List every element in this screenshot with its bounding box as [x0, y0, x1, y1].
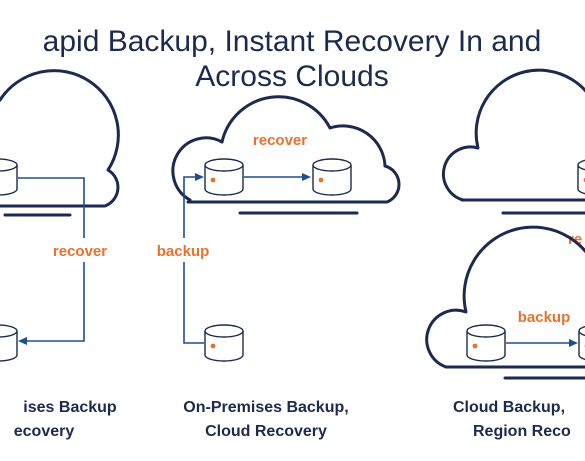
- cloud-icon: [171, 95, 401, 204]
- panel-on-prem-backup-cloud-recovery-left: recover ises Backup ecovery: [0, 69, 120, 440]
- arrow-head-icon: [569, 339, 578, 347]
- flow-label-backup: backup: [518, 309, 571, 326]
- flow-label-recover: recover: [53, 243, 107, 260]
- arrow-head-icon: [302, 173, 311, 181]
- panel-caption-line-2: Region Reco: [473, 423, 571, 440]
- database-icon: [312, 158, 352, 196]
- arrow-head-icon: [18, 337, 27, 345]
- database-icon: [204, 324, 244, 362]
- panel-cloud-backup-cross-region-recovery: re backup Cloud Backup, Region Reco: [425, 68, 585, 440]
- panel-caption-line-1: Cloud Backup,: [453, 399, 565, 416]
- database-icon: [204, 158, 244, 196]
- flow-label-recover: recover: [253, 132, 307, 149]
- title-line-1: apid Backup, Instant Recovery In and: [43, 25, 542, 58]
- panel-caption-line-1: On-Premises Backup,: [183, 399, 348, 416]
- panel-caption-line-1: ises Backup: [23, 399, 117, 416]
- cloud-icon: [425, 225, 585, 369]
- panel-caption-line-2: ecovery: [14, 423, 75, 440]
- database-icon: [578, 324, 585, 362]
- flow-label-backup: backup: [157, 243, 210, 260]
- cloud-icon: [0, 69, 120, 208]
- panel-caption-line-2: Cloud Recovery: [205, 423, 327, 440]
- database-icon: [466, 324, 506, 362]
- title-line-2: Across Clouds: [195, 60, 388, 93]
- database-icon: [577, 158, 585, 196]
- database-icon: [0, 324, 18, 362]
- panel-on-prem-backup-cloud-recovery: recover backup On-Premises Backup, Cloud…: [148, 95, 401, 440]
- label-backdrop: [42, 238, 118, 262]
- cloud-icon: [441, 68, 585, 202]
- label-backdrop: [148, 238, 220, 262]
- database-icon: [0, 158, 18, 196]
- arrow-head-icon: [195, 173, 204, 181]
